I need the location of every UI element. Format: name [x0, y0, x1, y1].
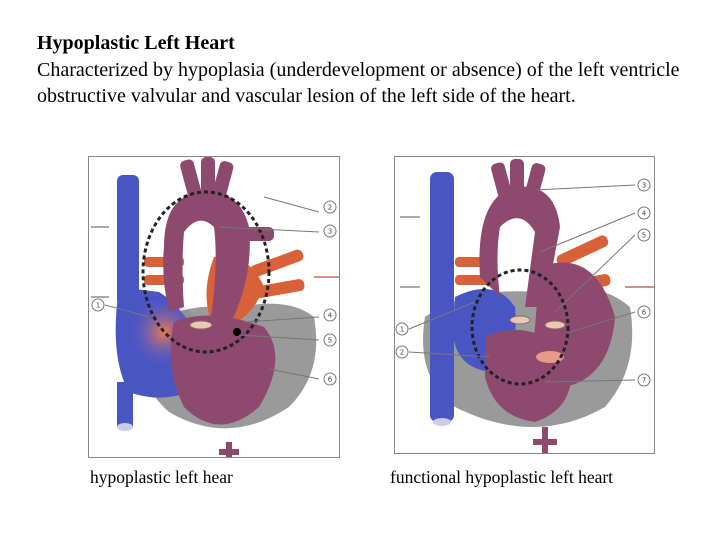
valve: [509, 315, 531, 325]
aortic-arch-branch: [510, 159, 524, 199]
aortic-arch-branch: [524, 163, 546, 202]
svg-text:6: 6: [328, 376, 333, 384]
right-ventricle: [170, 315, 276, 425]
callout-1: 1: [395, 322, 409, 336]
callout-7: 7: [637, 373, 651, 387]
svg-text:5: 5: [328, 337, 332, 345]
callout-2: 2: [323, 200, 337, 214]
mixing-region: [536, 351, 564, 363]
heart-illustration-right: 1 2 3 4 5 6 7: [395, 159, 654, 453]
callout-5: 5: [637, 228, 651, 242]
svg-text:5: 5: [642, 232, 646, 240]
callout-3: 3: [637, 178, 651, 192]
figure-caption-left: hypoplastic left hear: [90, 467, 233, 487]
svg-text:2: 2: [400, 349, 404, 357]
hypoplastic-left-heart-diagram: 1 2 3 4 5 6: [88, 156, 340, 458]
vena-cava: [430, 172, 454, 422]
superior-vena-cava: [117, 175, 139, 305]
callout-6: 6: [637, 305, 651, 319]
svg-text:7: 7: [642, 377, 646, 385]
svg-text:4: 4: [328, 312, 333, 320]
aortic-arch-branch: [201, 157, 215, 195]
callout-4: 4: [637, 206, 651, 220]
svg-text:6: 6: [642, 309, 647, 317]
highlight-region: [141, 190, 271, 354]
svg-text:1: 1: [96, 302, 100, 310]
svg-text:4: 4: [642, 210, 647, 218]
slide-title: Hypoplastic Left Heart: [37, 32, 235, 54]
svg-text:3: 3: [328, 228, 332, 236]
hypoplastic-aortic-valve: [233, 328, 241, 336]
svg-text:3: 3: [642, 182, 646, 190]
aortic-arch-branch: [491, 162, 513, 201]
callout-1: 1: [91, 298, 105, 312]
pulmonary-vein: [556, 235, 609, 267]
callout-4: 4: [323, 308, 337, 322]
pulmonary-trunk: [163, 191, 250, 332]
inferior-vena-cava: [117, 382, 133, 427]
callout-5: 5: [323, 333, 337, 347]
slide-description: Characterized by hypoplasia (underdevelo…: [37, 59, 680, 107]
callout-6: 6: [323, 372, 337, 386]
functional-hypoplastic-left-heart-diagram: 1 2 3 4 5 6 7: [394, 156, 655, 454]
aortic-arch-branch: [211, 161, 234, 202]
svg-text:2: 2: [328, 204, 332, 212]
aortic-arch-branch: [180, 159, 202, 200]
highlight-region: [470, 268, 570, 386]
callout-2: 2: [395, 345, 409, 359]
svg-text:1: 1: [400, 326, 404, 334]
valve: [544, 320, 566, 330]
valve: [189, 320, 213, 330]
pulmonary-vein: [250, 249, 304, 277]
figure-caption-right: functional hypoplastic left heart: [390, 467, 614, 487]
heart-illustration-left: 1 2 3 4 5 6: [91, 157, 339, 457]
callout-3: 3: [323, 224, 337, 238]
